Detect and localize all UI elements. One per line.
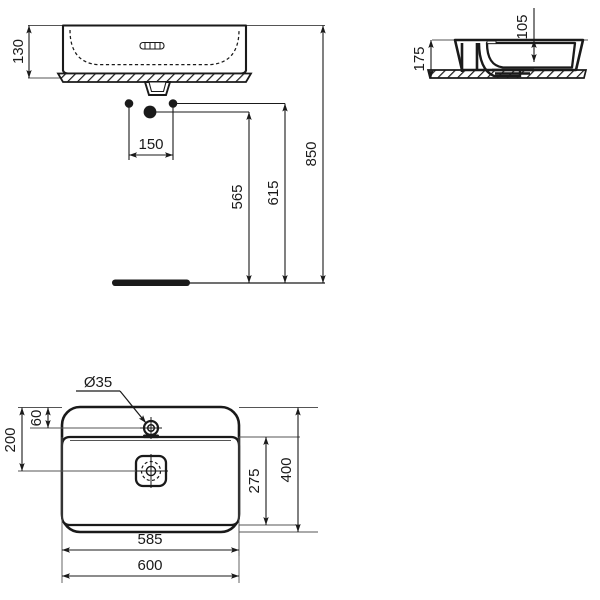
diameter-35-label: Ø35 xyxy=(84,374,112,391)
dimension-565-label: 565 xyxy=(229,184,246,209)
diameter-35-leader: Ø35 xyxy=(76,374,147,424)
side-section-body xyxy=(453,38,585,72)
dimension-585: 585 xyxy=(62,531,239,553)
dimension-200-label: 200 xyxy=(2,427,19,452)
connection-point-left xyxy=(124,99,134,108)
dimension-615-label: 615 xyxy=(265,180,282,205)
floor-thick-segment xyxy=(112,279,190,286)
dimension-585-label: 585 xyxy=(137,531,162,548)
dimension-150: 150 xyxy=(129,136,173,158)
dimension-275-label: 275 xyxy=(246,468,263,493)
dimension-615: 615 xyxy=(265,103,288,283)
dimension-175: 175 xyxy=(411,40,434,78)
side-section-bowl xyxy=(485,41,577,69)
dimension-400: 400 xyxy=(278,407,301,532)
dimension-130: 130 xyxy=(10,25,32,78)
dimension-60: 60 xyxy=(28,407,51,428)
dimension-600: 600 xyxy=(62,557,239,579)
dimension-105-label: 105 xyxy=(514,14,531,39)
side-section-trap xyxy=(477,42,534,78)
side-overflow-mark xyxy=(486,40,497,45)
view-side-section: 175 105 xyxy=(411,8,588,79)
view-front-elevation: 130 150 565 61 xyxy=(10,24,326,286)
dimension-130-label: 130 xyxy=(10,39,27,64)
basin-front-body xyxy=(61,24,248,75)
dimension-175-label: 175 xyxy=(411,46,428,71)
dimension-850-label: 850 xyxy=(303,141,320,166)
dimension-150-label: 150 xyxy=(138,136,163,153)
hidden-bowl-profile xyxy=(69,29,240,66)
dimension-600-label: 600 xyxy=(137,557,162,574)
dimension-565: 565 xyxy=(229,112,252,283)
dimension-400-label: 400 xyxy=(278,457,295,482)
dimension-275: 275 xyxy=(246,437,269,525)
basin-base-slab xyxy=(56,72,253,96)
tap-hole xyxy=(140,417,162,439)
waste-hole xyxy=(134,454,168,488)
dimension-105: 105 xyxy=(514,8,537,62)
view-plan: Ø35 60 200 275 400 xyxy=(2,374,318,583)
overflow-slot-icon xyxy=(139,41,165,50)
floor-line xyxy=(112,279,325,286)
dimension-850: 850 xyxy=(303,25,326,283)
dimension-200: 200 xyxy=(2,407,25,471)
dimension-60-label: 60 xyxy=(28,410,45,427)
